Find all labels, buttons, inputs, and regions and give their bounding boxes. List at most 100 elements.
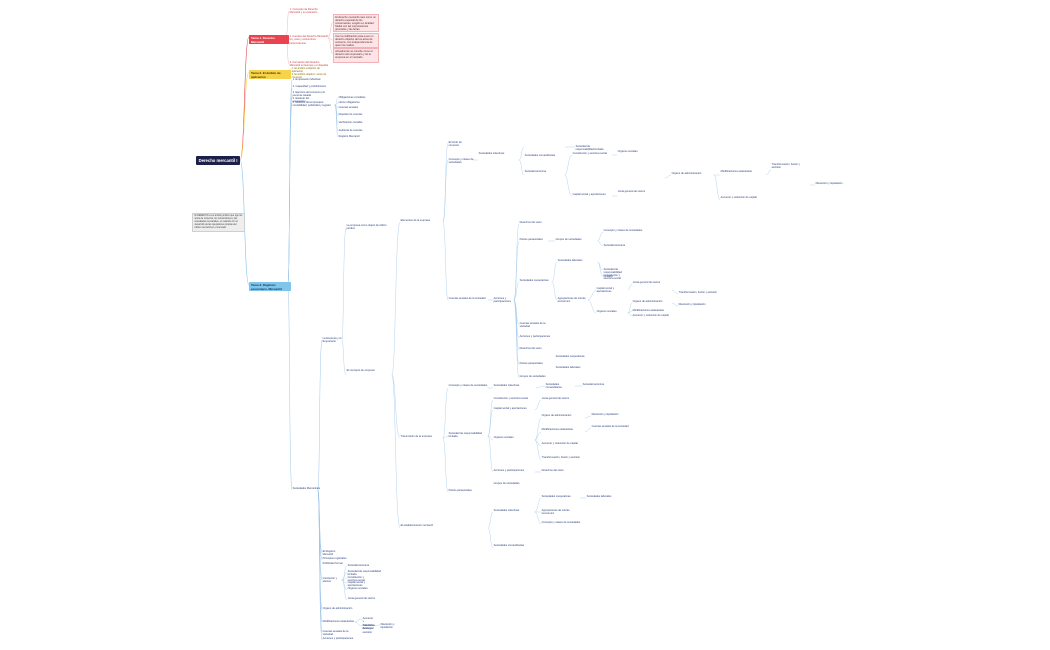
- bottom-14[interactable]: Transformación, fusión y escisión: [362, 624, 376, 634]
- branch-tema-3[interactable]: Tema 3. Régimen económico. Mercantil: [249, 282, 291, 291]
- deep-24[interactable]: Sociedad anónima: [603, 244, 626, 248]
- center-fondo[interactable]: El fondo de comercio: [448, 141, 462, 148]
- deep-30[interactable]: Órgano de administración: [632, 300, 663, 304]
- deep-25[interactable]: Sociedad de responsabilidad limitada: [603, 268, 622, 278]
- deep-18[interactable]: Pactos parasociales: [519, 238, 543, 242]
- bottom-17[interactable]: Acciones y participaciones: [322, 637, 354, 641]
- lower-24[interactable]: Sociedades colectivas: [493, 509, 520, 513]
- deep-27[interactable]: Capital social y aportaciones: [596, 287, 615, 294]
- bottom-12[interactable]: Modificaciones estatutarias: [322, 620, 354, 624]
- deep-34[interactable]: Disolución y liquidación: [678, 303, 706, 307]
- blue-item-2[interactable]: 2. Capacidad y prohibiciones: [292, 85, 326, 89]
- bottom-1[interactable]: El Registro Mercantil: [322, 550, 336, 557]
- center-empresa[interactable]: La Empresa y el Empresario: [322, 337, 342, 344]
- deep-14[interactable]: Disolución y liquidación: [815, 182, 843, 186]
- deep-11[interactable]: Modificaciones estatutarias: [720, 170, 752, 174]
- deep-28[interactable]: Órganos sociales: [596, 310, 617, 314]
- blue-item-1[interactable]: 1. Empresario individual: [292, 78, 321, 82]
- deep-2[interactable]: Sociedades colectivas: [478, 152, 505, 156]
- deep-17[interactable]: Derechos del socio: [519, 221, 542, 225]
- lower-20[interactable]: Sociedades cooperativas: [541, 495, 571, 499]
- bottom-5[interactable]: Sociedad anónima: [347, 564, 370, 568]
- lower-8[interactable]: Órganos sociales: [493, 436, 514, 440]
- bottom-2[interactable]: Principios registrales: [322, 557, 347, 561]
- lower-1[interactable]: Concepto y clases de sociedades: [448, 384, 488, 388]
- deep-6[interactable]: Constitución y escritura social: [572, 152, 607, 156]
- lower-15[interactable]: Cuentas anuales de la sociedad: [591, 425, 629, 429]
- deep-26[interactable]: Constitución y escritura social: [603, 274, 621, 281]
- root-node[interactable]: Derecho mercantil I: [196, 156, 240, 165]
- bottom-3[interactable]: Publicidad formal: [322, 562, 343, 566]
- lower-11[interactable]: Modificaciones estatutarias: [541, 428, 573, 432]
- blue-sub-1[interactable]: Obligaciones contables: [338, 96, 366, 100]
- bottom-4[interactable]: Inscripción y efectos: [322, 577, 338, 584]
- blue-sociedades[interactable]: Sociedades Mercantiles: [292, 487, 321, 491]
- lower-4[interactable]: Sociedad anónima: [582, 383, 605, 387]
- blue-sub-7[interactable]: Registro Mercantil: [338, 135, 360, 139]
- bottom-8[interactable]: Capital social y aportaciones: [347, 581, 366, 588]
- lower-7[interactable]: Capital social y aportaciones: [493, 407, 527, 411]
- center-transmision[interactable]: Transmisión de la empresa: [400, 435, 432, 439]
- lower-18[interactable]: Pactos parasociales: [448, 489, 472, 493]
- blue-sub-4[interactable]: Depósito de cuentas: [338, 113, 363, 117]
- deep-23[interactable]: Concepto y clases de sociedades: [603, 229, 643, 233]
- lower-13[interactable]: Transformación, fusión y escisión: [541, 456, 580, 460]
- lower-3[interactable]: Sociedades comanditarias: [545, 383, 562, 390]
- lower-9[interactable]: Junta general de socios: [541, 397, 569, 401]
- bottom-11[interactable]: Órgano de administración: [322, 607, 353, 611]
- center-establecimiento[interactable]: El establecimiento mercantil: [400, 524, 433, 528]
- bottom-13[interactable]: Aumento y reducción de capital: [362, 617, 374, 630]
- blue-item-3[interactable]: 3. Ejercicio del comercio por persona ca…: [292, 91, 326, 98]
- lower-22[interactable]: Agrupaciones de interés económico: [541, 509, 570, 516]
- deep-33[interactable]: Transformación, fusión y escisión: [678, 291, 717, 295]
- lower-16[interactable]: Acciones y participaciones: [493, 469, 525, 473]
- center-concepto[interactable]: El concepto de empresa: [346, 369, 375, 373]
- deep-5[interactable]: Sociedad de responsabilidad limitada: [575, 145, 604, 152]
- lower-5[interactable]: Sociedad de responsabilidad limitada: [448, 432, 482, 439]
- deep-7[interactable]: Capital social y aportaciones: [572, 193, 606, 197]
- lower-2[interactable]: Sociedades colectivas: [493, 384, 520, 388]
- deep-1[interactable]: Concepto y clases de sociedades: [448, 158, 474, 165]
- deep-12[interactable]: Aumento y reducción de capital: [720, 196, 757, 200]
- lower-17[interactable]: Derechos del socio: [541, 469, 564, 473]
- bottom-6[interactable]: Sociedad de responsabilidad limitada: [347, 570, 381, 577]
- deep-10[interactable]: Órgano de administración: [671, 172, 702, 176]
- deep-19[interactable]: Grupos de sociedades: [555, 238, 582, 242]
- red-item-3[interactable]: 3. Formación del Derecho Mercantil en Eu…: [289, 61, 328, 68]
- deep-8[interactable]: Órganos sociales: [617, 150, 638, 154]
- lower-10[interactable]: Órgano de administración: [541, 414, 572, 418]
- blue-sub-5[interactable]: Verificación contable: [338, 121, 363, 125]
- deep-22[interactable]: Agrupaciones de interés económico: [557, 297, 586, 304]
- deep-3[interactable]: Sociedades comanditarias: [524, 154, 556, 158]
- bottom-7[interactable]: Constitución y escritura social: [347, 576, 365, 583]
- blue-sub-3[interactable]: Cuentas anuales: [338, 106, 359, 110]
- deep-20[interactable]: Sociedades cooperativas: [519, 279, 549, 283]
- center-elementos[interactable]: Elementos de la empresa: [400, 219, 431, 223]
- deep-29[interactable]: Junta general de socios: [632, 281, 660, 285]
- deep-41[interactable]: Sociedades laborales: [555, 366, 581, 370]
- branch-tema-1[interactable]: Tema 1. Derecho Mercantil: [249, 35, 289, 44]
- deep-38[interactable]: Pactos parasociales: [519, 362, 543, 366]
- deep-40[interactable]: Sociedades cooperativas: [555, 355, 585, 359]
- lower-12[interactable]: Aumento y reducción de capital: [541, 442, 578, 446]
- deep-16[interactable]: Acciones y participaciones: [493, 297, 511, 304]
- blue-item-4[interactable]: 4. Estatuto del empresario: [292, 97, 310, 104]
- lower-14[interactable]: Disolución y liquidación: [591, 413, 619, 417]
- deep-9[interactable]: Junta general de socios: [617, 190, 645, 194]
- lower-21[interactable]: Sociedades laborales: [586, 495, 612, 499]
- yellow-item-2[interactable]: 2. El ámbito objetivo: actos de comercio: [291, 73, 327, 80]
- blue-sub-6[interactable]: Auditoría de cuentas: [338, 129, 363, 133]
- lower-23[interactable]: Concepto y clases de sociedades: [541, 521, 581, 525]
- bottom-10[interactable]: Junta general de socios: [347, 597, 375, 601]
- deep-35[interactable]: Cuentas anuales de la sociedad: [519, 322, 546, 329]
- bottom-16[interactable]: Cuentas anuales de la sociedad: [322, 630, 349, 637]
- blue-item-5[interactable]: 5. Deberes del empresario: contabilidad,…: [292, 101, 331, 108]
- deep-31[interactable]: Modificaciones estatutarias: [632, 309, 664, 313]
- deep-13[interactable]: Transformación, fusión y escisión: [771, 163, 800, 170]
- lower-25[interactable]: Sociedades comanditarias: [493, 544, 525, 548]
- deep-4[interactable]: Sociedad anónima: [524, 170, 547, 174]
- deep-15[interactable]: Cuentas anuales de la sociedad: [448, 297, 486, 301]
- deep-21[interactable]: Sociedades laborales: [557, 259, 583, 263]
- red-item-1[interactable]: 1. Concepto de Derecho Mercantil y su ev…: [289, 8, 318, 15]
- yellow-item-1[interactable]: 1. El ámbito subjetivo de aplicación: [291, 67, 320, 74]
